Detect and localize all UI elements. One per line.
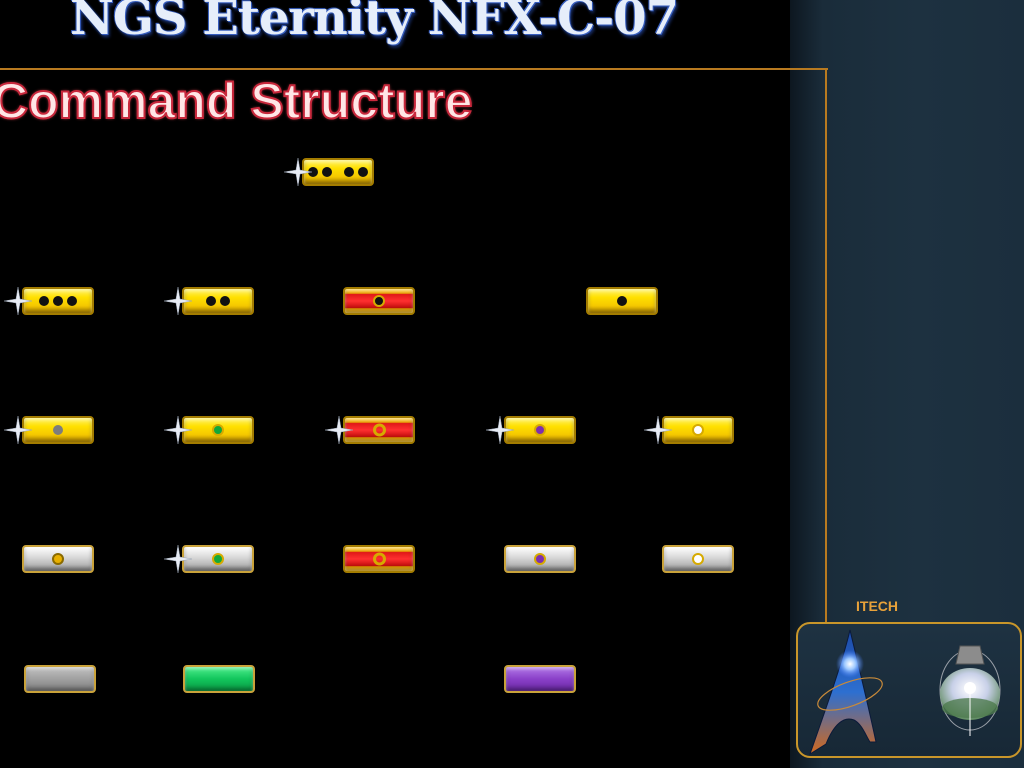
- rank-pip-row4-e: [662, 545, 734, 573]
- pip-dots: [506, 553, 574, 565]
- pip-dots: [184, 424, 252, 436]
- rank-pip-row1-a: [302, 158, 374, 186]
- rank-pip-row5-b: [183, 665, 255, 693]
- pip-dots: [664, 553, 732, 565]
- sidebar-divider: [825, 68, 827, 625]
- sparkle-star-icon: [485, 415, 515, 445]
- pip-dots: [304, 167, 372, 177]
- pip-dots: [345, 423, 413, 437]
- rank-pip-row5-c: [504, 665, 576, 693]
- rank-dot: [53, 296, 63, 306]
- rank-dot: [344, 167, 354, 177]
- sparkle-star-icon: [3, 286, 33, 316]
- pip-dots: [345, 295, 413, 307]
- pip-dots: [345, 552, 413, 566]
- rank-dot: [692, 424, 704, 436]
- rank-dot: [372, 423, 386, 437]
- rank-pip-row3-c: [343, 416, 415, 444]
- section-title: Command Structure: [0, 72, 474, 130]
- rank-dot: [308, 167, 318, 177]
- rank-pip-row2-d: [586, 287, 658, 315]
- rank-dot: [206, 296, 216, 306]
- rank-pip-row2-b: [182, 287, 254, 315]
- rank-pip-row4-a: [22, 545, 94, 573]
- pip-dots: [184, 296, 252, 306]
- sparkle-star-icon: [324, 415, 354, 445]
- pip-dots: [184, 553, 252, 565]
- rank-dot: [67, 296, 77, 306]
- slide-canvas: NGS Eternity NFX-C-07 Command Structure: [0, 0, 734, 693]
- rank-pip-row5-a: [24, 665, 96, 693]
- sparkle-star-icon: [163, 286, 193, 316]
- rank-pip-row2-a: [22, 287, 94, 315]
- sparkle-star-icon: [3, 415, 33, 445]
- pip-dots: [24, 296, 92, 306]
- rank-dot: [358, 167, 368, 177]
- rank-dot: [212, 424, 224, 436]
- rank-dot: [220, 296, 230, 306]
- logo-panel: [796, 622, 1022, 758]
- rank-pip-row3-d: [504, 416, 576, 444]
- rank-pip-row4-b: [182, 545, 254, 573]
- rank-dot: [52, 553, 64, 565]
- starfleet-delta-icon: [809, 629, 883, 756]
- sparkle-star-icon: [163, 415, 193, 445]
- rank-pip-row2-c: [343, 287, 415, 315]
- ship-title: NGS Eternity NFX-C-07: [70, 0, 679, 46]
- rank-dot: [534, 424, 546, 436]
- sparkle-star-icon: [643, 415, 673, 445]
- rank-dot: [617, 296, 627, 306]
- header-divider: [0, 68, 828, 70]
- rank-pip-row4-d: [504, 545, 576, 573]
- pip-dots: [24, 553, 92, 565]
- rank-dot: [39, 296, 49, 306]
- pip-dots: [664, 424, 732, 436]
- sparkle-star-icon: [283, 157, 313, 187]
- rank-dot: [534, 553, 546, 565]
- rank-pip-row3-e: [662, 416, 734, 444]
- sparkle-star-icon: [163, 544, 193, 574]
- rank-pip-row4-c: [343, 545, 415, 573]
- rank-dot: [322, 167, 332, 177]
- rank-dot: [373, 295, 385, 307]
- station-icon: [939, 645, 1001, 736]
- rank-pip-row3-b: [182, 416, 254, 444]
- pip-dots: [24, 425, 92, 435]
- rank-dot: [53, 425, 63, 435]
- rank-dot: [372, 552, 386, 566]
- pip-dots: [588, 296, 656, 306]
- pip-dots: [506, 424, 574, 436]
- rank-dot: [692, 553, 704, 565]
- logo-panel-art: [809, 629, 1001, 756]
- rank-dot: [212, 553, 224, 565]
- rank-pip-row3-a: [22, 416, 94, 444]
- itech-label: ITECH: [856, 598, 898, 614]
